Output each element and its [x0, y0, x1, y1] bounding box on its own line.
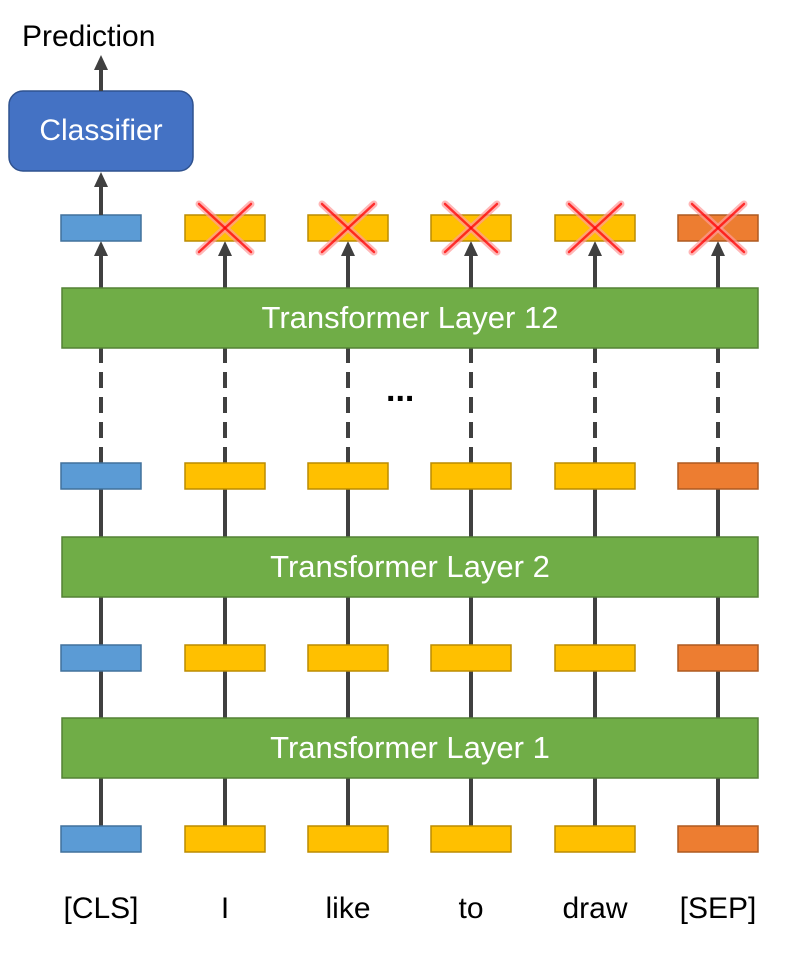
- arrowhead-t3-top: [464, 241, 478, 256]
- token-box-cls-row0: [60, 825, 142, 853]
- transformer-layer-2-label: Transformer Layer 2: [270, 549, 550, 584]
- token-label-like: like: [325, 892, 371, 925]
- transformer-layer-box-2: [61, 287, 759, 349]
- discard-cross-to-1: [443, 202, 499, 254]
- token-box-i-row1: [184, 644, 266, 672]
- token-label-cls: [CLS]: [63, 892, 139, 925]
- arrowhead-classifier: [94, 172, 108, 187]
- token-box-sep-row2: [677, 462, 759, 490]
- token-label-sep: [SEP]: [679, 892, 757, 925]
- discard-cross-draw-1: [567, 202, 623, 254]
- transformer-layer-box-0: [61, 717, 759, 779]
- token-box-like-row0: [307, 825, 389, 853]
- token-box-sep-row0: [677, 825, 759, 853]
- transformer-layer-12-label: Transformer Layer 12: [261, 300, 559, 335]
- token-box-i-row0: [184, 825, 266, 853]
- token-box-to-row0: [430, 825, 512, 853]
- token-box-cls-row2: [60, 462, 142, 490]
- arrowhead-t5-top: [711, 241, 725, 256]
- token-label-i: I: [220, 892, 230, 925]
- discard-cross-like-1: [320, 202, 376, 254]
- token-box-draw-row1: [554, 644, 636, 672]
- token-box-cls-row3: [60, 214, 142, 242]
- transformer-layer-1-label: Transformer Layer 1: [270, 730, 550, 765]
- token-box-draw-row2: [554, 462, 636, 490]
- token-box-like-row1: [307, 644, 389, 672]
- token-box-i-row2: [184, 462, 266, 490]
- discard-cross-sep-1: [690, 202, 746, 254]
- token-label-draw: draw: [562, 892, 628, 925]
- arrowhead-t4-top: [588, 241, 602, 256]
- classifier-label: Classifier: [39, 114, 163, 147]
- token-box-sep-row1: [677, 644, 759, 672]
- token-label-to: to: [458, 892, 484, 925]
- token-box-like-row2: [307, 462, 389, 490]
- transformer-layer-box-1: [61, 536, 759, 598]
- discard-cross-i-1: [197, 202, 253, 254]
- token-box-to-row2: [430, 462, 512, 490]
- token-box-draw-row0: [554, 825, 636, 853]
- token-box-to-row1: [430, 644, 512, 672]
- arrowhead-prediction: [94, 55, 108, 70]
- arrowhead-t0-top: [94, 241, 108, 256]
- arrowhead-t2-top: [341, 241, 355, 256]
- ellipsis-label: ...: [386, 371, 415, 409]
- arrowhead-t1-top: [218, 241, 232, 256]
- prediction-label: Prediction: [22, 20, 156, 53]
- token-box-cls-row1: [60, 644, 142, 672]
